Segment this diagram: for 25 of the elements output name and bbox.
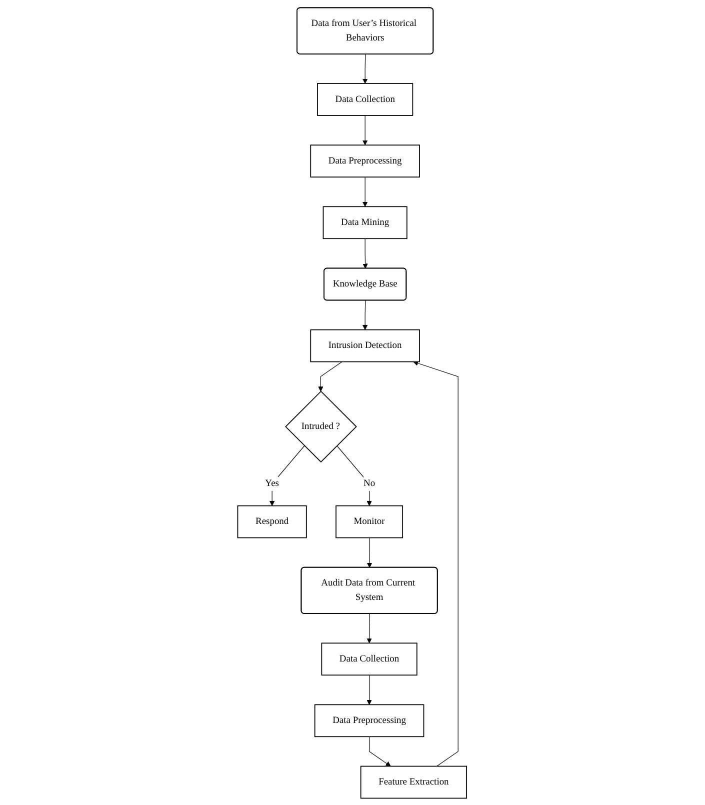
arrow [270,444,306,506]
arrow [362,176,368,206]
node-box: Data Collection [322,642,418,676]
arrow [367,674,372,704]
edge-label: No [364,478,376,488]
node-box: Data Preprocessing [314,704,425,737]
arrow [363,238,368,268]
arrow [336,444,372,506]
arrow [367,613,372,643]
node-box: Data Collection [317,82,414,116]
arrow [362,300,368,330]
arrow [318,360,343,392]
arrow [362,53,368,84]
node-box: Data Preprocessing [310,144,420,177]
arrow [413,360,459,766]
node-box: Intrusion Detection [310,328,420,362]
arrow [367,536,372,568]
node-box: Respond [238,504,308,538]
node-diamond: Intruded ? [285,390,358,462]
node-box: Monitor [336,504,404,538]
node-box: Data Mining [323,206,408,239]
arrow [369,736,392,766]
arrow [362,114,368,145]
edge-label: Yes [266,478,280,488]
node-box: Feature Extraction [360,765,468,798]
